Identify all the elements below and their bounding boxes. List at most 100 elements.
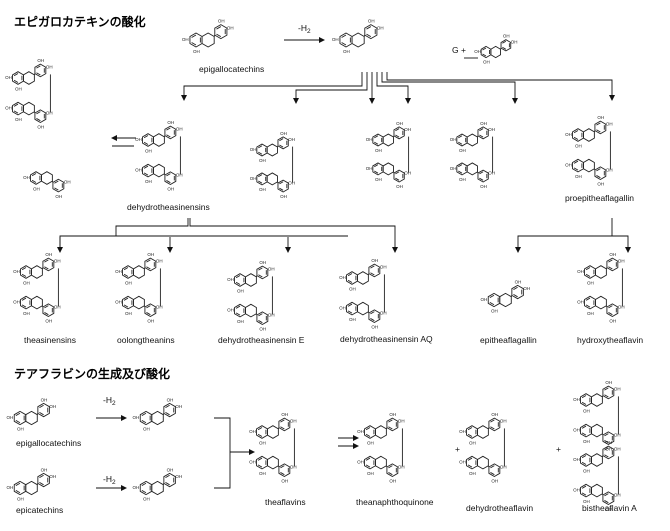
svg-text:OH: OH — [577, 300, 584, 305]
arrow-to-proepitheaflagallin — [386, 72, 615, 101]
svg-text:OH: OH — [167, 120, 174, 125]
svg-text:OH: OH — [491, 478, 498, 483]
label-dehydrotheaflavin: dehydrotheaflavin — [466, 503, 533, 513]
svg-text:OH: OH — [357, 460, 364, 465]
svg-text:OH: OH — [6, 485, 13, 490]
svg-text:OH: OH — [606, 122, 613, 127]
svg-text:OH: OH — [488, 170, 495, 175]
reagent-g-plus: G + — [452, 45, 466, 55]
svg-text:OH: OH — [389, 478, 396, 483]
svg-text:OH: OH — [605, 446, 612, 451]
split-dehydrotheasinensins — [115, 218, 189, 236]
svg-text:OH: OH — [49, 404, 56, 409]
svg-text:OH: OH — [349, 317, 356, 322]
svg-text:OH: OH — [450, 166, 457, 171]
svg-text:OH: OH — [587, 311, 594, 316]
svg-text:OH: OH — [135, 137, 142, 142]
svg-text:OH: OH — [115, 300, 122, 305]
svg-text:OH: OH — [259, 158, 266, 163]
branch-bar-left — [59, 235, 348, 250]
svg-text:OH: OH — [597, 115, 604, 120]
svg-text:OH: OH — [614, 492, 621, 497]
svg-text:OH: OH — [237, 288, 244, 293]
svg-text:OH: OH — [614, 432, 621, 437]
label-bistheaflavin-a: bistheaflavin A — [582, 503, 637, 513]
svg-text:OH: OH — [480, 184, 487, 189]
branch-bar-right — [189, 218, 348, 227]
svg-text:OH: OH — [175, 404, 182, 409]
svg-text:OH: OH — [523, 286, 530, 291]
svg-text:OH: OH — [404, 170, 411, 175]
svg-text:OH: OH — [606, 167, 613, 172]
svg-text:OH: OH — [450, 137, 457, 142]
svg-text:OH: OH — [268, 312, 275, 317]
svg-text:OH: OH — [398, 419, 405, 424]
structure-intermediate-c-lower: OH OH OH OH — [450, 162, 495, 189]
svg-text:OH: OH — [573, 488, 580, 493]
svg-text:OH: OH — [618, 304, 625, 309]
svg-text:OH: OH — [565, 132, 572, 137]
section1-title: エピガロカテキンの酸化 — [14, 14, 146, 29]
svg-text:OH: OH — [23, 175, 30, 180]
svg-text:OH: OH — [46, 65, 53, 70]
svg-text:OH: OH — [573, 457, 580, 462]
svg-text:OH: OH — [339, 275, 346, 280]
svg-text:OH: OH — [367, 440, 374, 445]
arrow-to-dehydrotheasinensins — [181, 72, 363, 101]
svg-text:OH: OH — [281, 412, 288, 417]
label-proepitheaflagallin: proepitheaflagallin — [565, 193, 634, 203]
svg-text:OH: OH — [575, 174, 582, 179]
svg-text:OH: OH — [577, 269, 584, 274]
svg-text:OH: OH — [597, 181, 604, 186]
svg-text:OH: OH — [288, 137, 295, 142]
svg-text:OH: OH — [259, 471, 266, 476]
svg-text:OH: OH — [288, 180, 295, 185]
label-theanaphthoquinone: theanaphthoquinone — [356, 497, 434, 507]
svg-text:OH: OH — [41, 397, 48, 402]
svg-text:OH: OH — [515, 279, 522, 284]
svg-text:OH: OH — [398, 464, 405, 469]
svg-text:OH: OH — [5, 106, 12, 111]
svg-text:OH: OH — [380, 265, 387, 270]
svg-text:OH: OH — [605, 440, 612, 445]
svg-text:OH: OH — [250, 147, 257, 152]
svg-text:OH: OH — [583, 408, 590, 413]
svg-text:OH: OH — [511, 40, 518, 45]
svg-text:OH: OH — [459, 177, 466, 182]
svg-text:OH: OH — [375, 148, 382, 153]
svg-text:OH: OH — [396, 121, 403, 126]
svg-text:OH: OH — [167, 397, 174, 402]
svg-text:OH: OH — [480, 121, 487, 126]
svg-text:OH: OH — [54, 304, 61, 309]
svg-text:OH: OH — [609, 318, 616, 323]
svg-text:OH: OH — [575, 143, 582, 148]
arrow-to-intermediate-c — [376, 72, 411, 104]
svg-text:OH: OH — [343, 49, 350, 54]
svg-text:OH: OH — [259, 260, 266, 265]
svg-text:OH: OH — [280, 131, 287, 136]
svg-text:OH: OH — [15, 86, 22, 91]
svg-text:OH: OH — [491, 412, 498, 417]
svg-text:OH: OH — [583, 439, 590, 444]
svg-text:OH: OH — [357, 429, 364, 434]
svg-text:OH: OH — [614, 447, 621, 452]
